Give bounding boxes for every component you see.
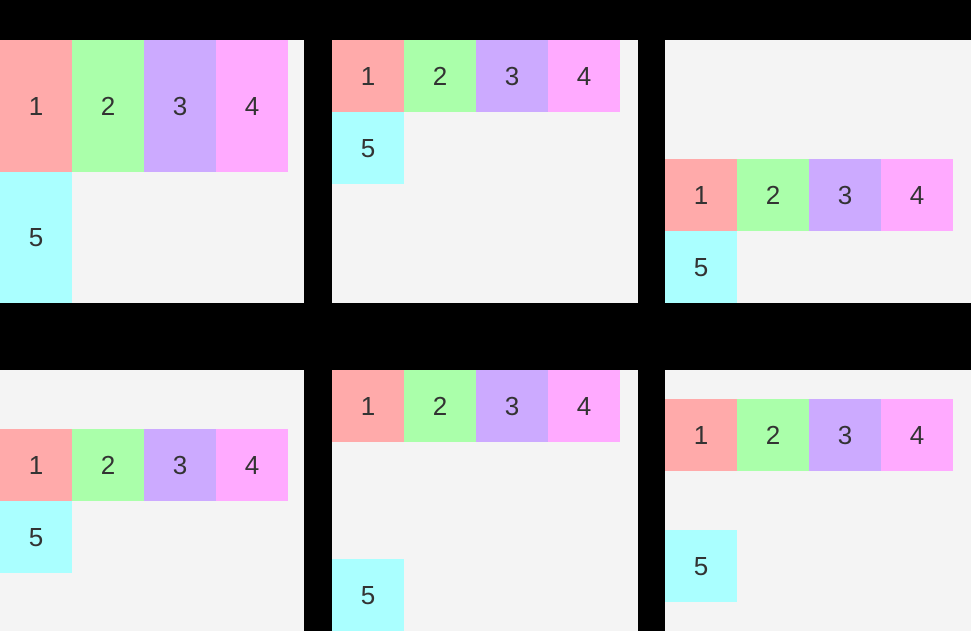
panel-align-content-stretch: 1 2 3 4 5 (0, 40, 304, 303)
flex-item: 3 (809, 399, 881, 472)
flex-item: 3 (476, 40, 548, 112)
flex-item: 5 (0, 171, 72, 303)
flex-item: 1 (332, 40, 404, 112)
flex-item: 3 (476, 370, 548, 442)
flex-item: 2 (737, 159, 809, 231)
flex-item: 4 (216, 428, 288, 501)
flex-item: 5 (665, 231, 737, 303)
flex-item: 2 (404, 40, 476, 112)
panel-align-content-space-around: 1 2 3 4 5 (665, 370, 971, 631)
flex-item: 3 (809, 159, 881, 231)
flex-item: 5 (0, 500, 72, 573)
flex-item: 2 (404, 370, 476, 442)
flex-item: 1 (0, 428, 72, 501)
flex-item: 5 (332, 559, 404, 631)
flex-item: 5 (665, 529, 737, 602)
flex-item: 4 (548, 370, 620, 442)
flex-item: 4 (881, 399, 953, 472)
flex-item: 1 (665, 159, 737, 231)
panel-align-content-flex-start: 1 2 3 4 5 (332, 40, 638, 303)
flex-item: 1 (665, 399, 737, 472)
flex-item: 1 (332, 370, 404, 442)
flex-item: 1 (0, 40, 72, 172)
flex-item: 4 (548, 40, 620, 112)
flex-item: 4 (216, 40, 288, 172)
flex-item: 4 (881, 159, 953, 231)
flex-item: 2 (737, 399, 809, 472)
panel-align-content-center: 1 2 3 4 5 (0, 370, 304, 631)
panel-align-content-space-between: 1 2 3 4 5 (332, 370, 638, 631)
flex-item: 2 (72, 40, 144, 172)
panel-align-content-flex-end: 1 2 3 4 5 (665, 40, 971, 303)
flex-item: 5 (332, 112, 404, 184)
flex-item: 3 (144, 428, 216, 501)
flex-item: 3 (144, 40, 216, 172)
flex-item: 2 (72, 428, 144, 501)
